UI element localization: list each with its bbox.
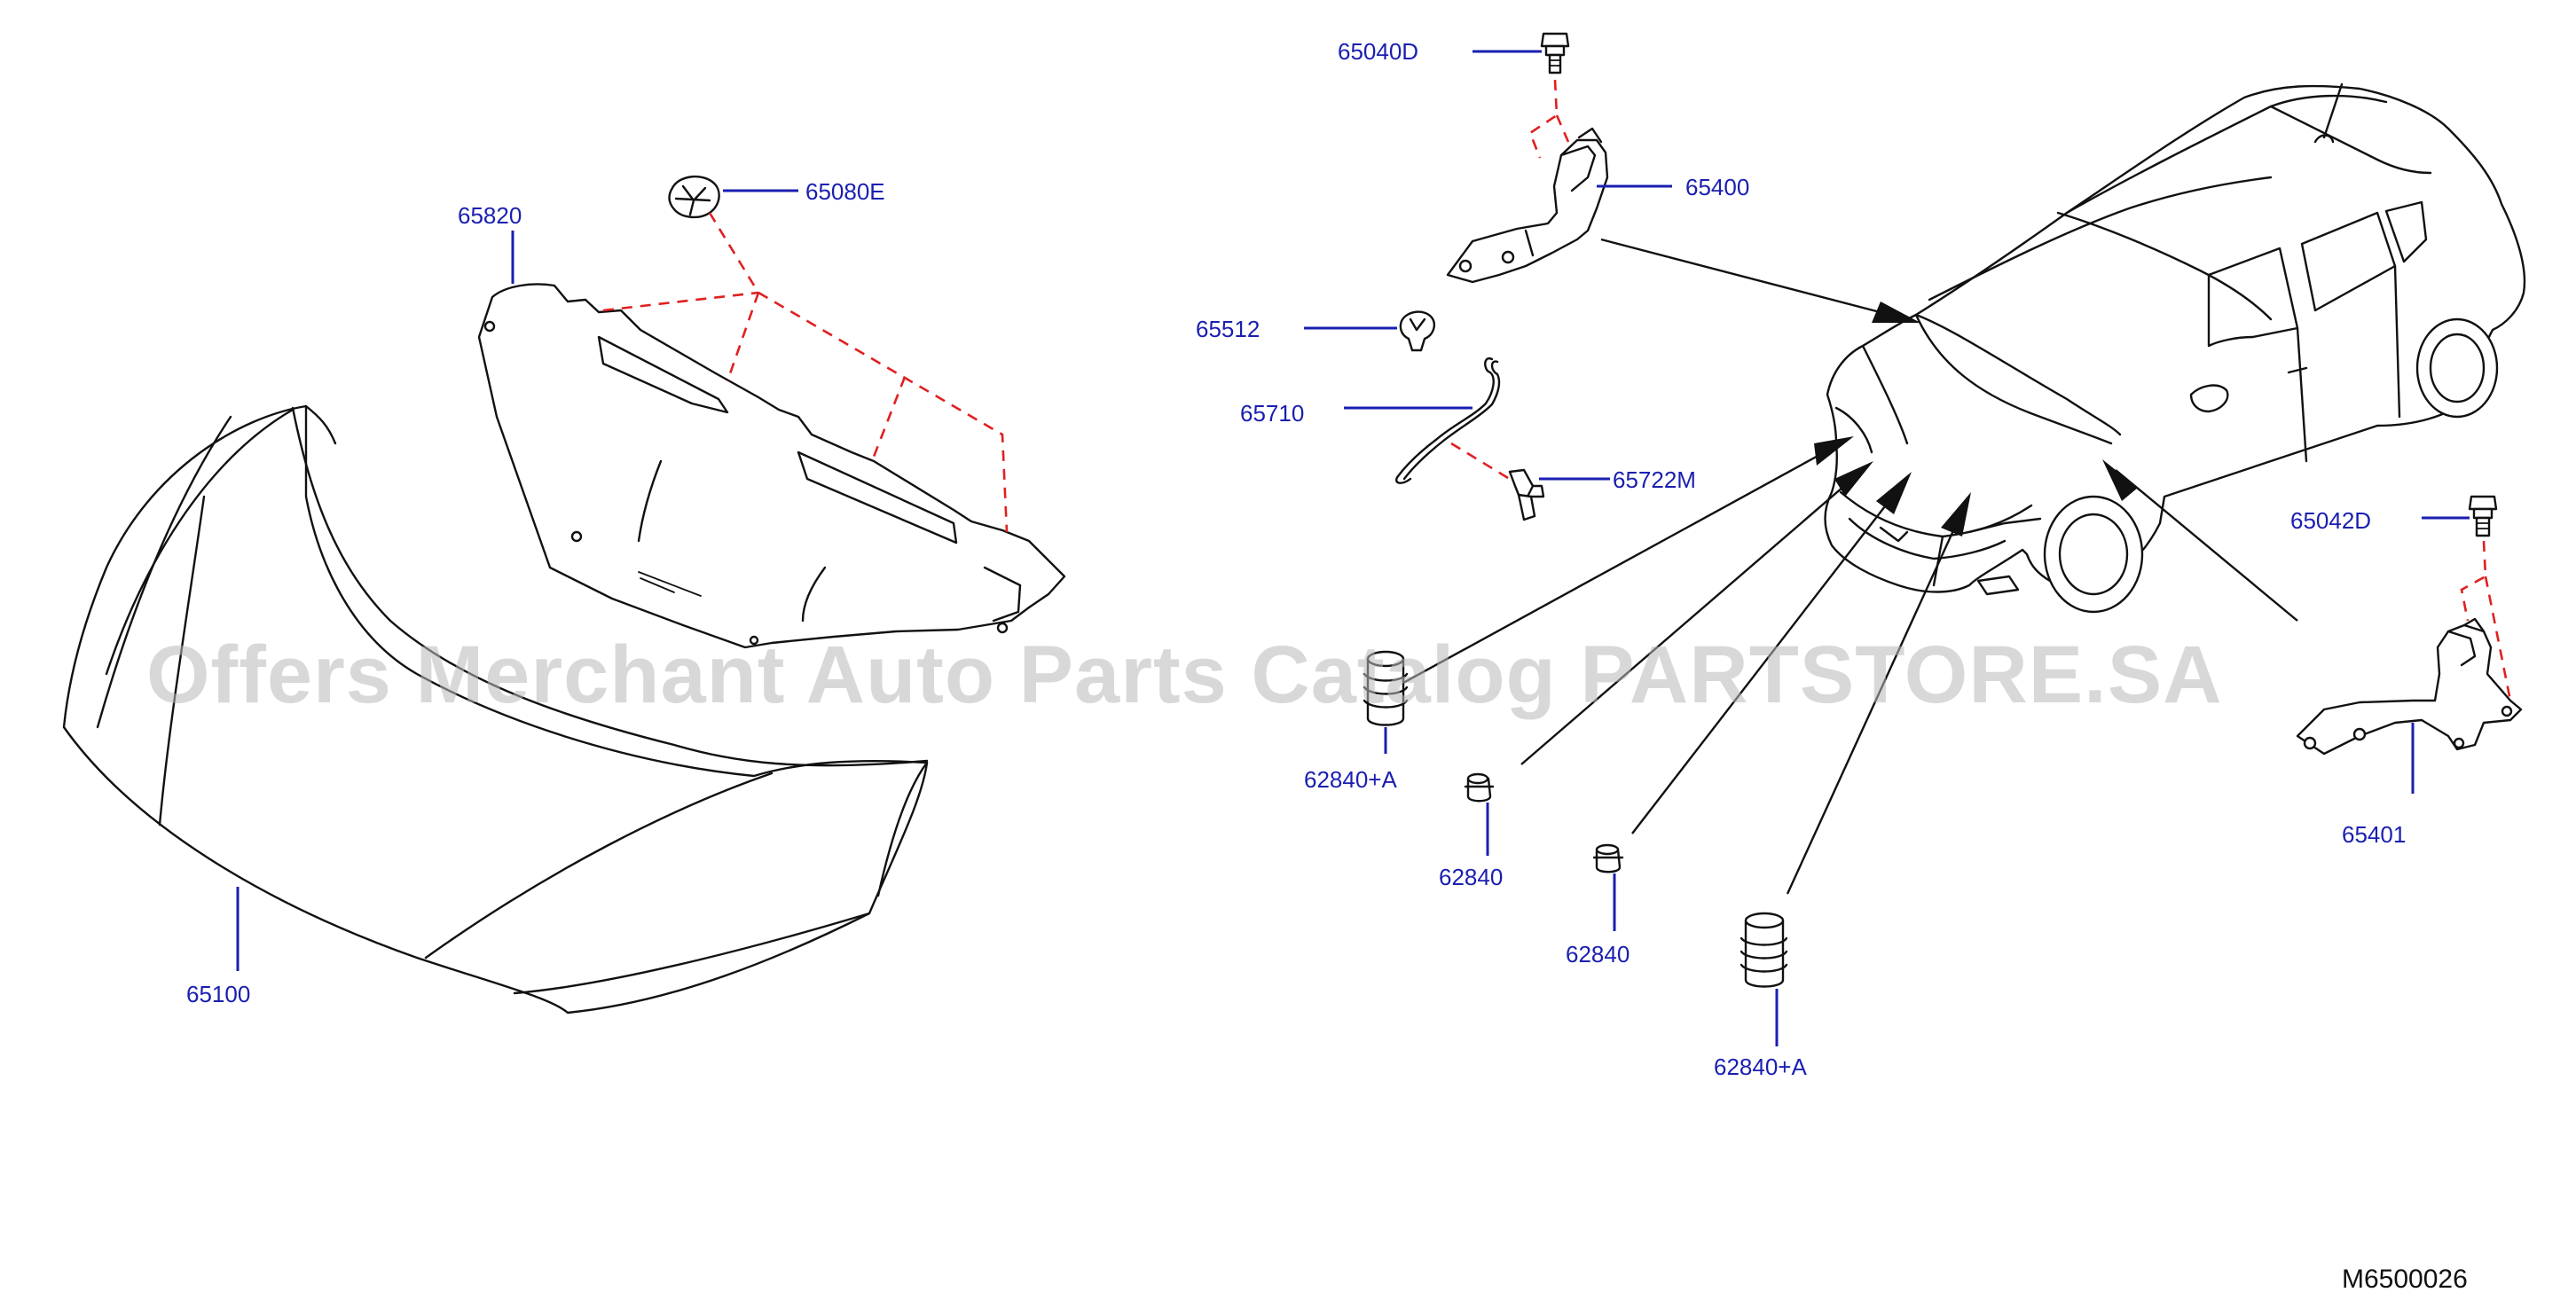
label-65080e[interactable]: 65080E <box>805 178 885 205</box>
label-65100[interactable]: 65100 <box>186 981 250 1007</box>
rod-clip-link <box>1450 442 1518 485</box>
clip-65080e-drawing <box>668 175 720 219</box>
label-62840a-right[interactable]: 62840+A <box>1714 1054 1807 1080</box>
label-65042d[interactable]: 65042D <box>2290 507 2371 534</box>
bolt-65040d-drawing <box>1540 32 1570 74</box>
label-65401[interactable]: 65401 <box>2342 821 2406 848</box>
label-65710[interactable]: 65710 <box>1240 400 1304 427</box>
label-65512[interactable]: 65512 <box>1196 316 1260 342</box>
label-62840-right[interactable]: 62840 <box>1566 941 1630 967</box>
hood-drawing <box>62 404 929 1014</box>
watermark-text: Offers Merchant Auto Parts Catalog PARTS… <box>146 630 2223 720</box>
label-65722m[interactable]: 65722M <box>1613 466 1696 493</box>
diagram-reference-number: M6500026 <box>2342 1265 2468 1294</box>
hood-insulator-drawing <box>477 283 1066 649</box>
insulator-links <box>602 212 1009 533</box>
vehicle-drawing <box>1824 82 2526 614</box>
rod-clip-65722m-drawing <box>1508 468 1545 521</box>
hood-hinge-right-drawing <box>2296 617 2523 756</box>
hinge-right-bolt-link <box>2460 540 2487 622</box>
label-62840-left[interactable]: 62840 <box>1439 864 1503 890</box>
part-labels: 65040D 65400 65080E 65820 65512 65710 65… <box>186 38 2406 1080</box>
label-leaders <box>236 50 2470 1046</box>
clip-65512-drawing <box>1399 310 1435 352</box>
label-65400[interactable]: 65400 <box>1685 174 1749 200</box>
label-65820[interactable]: 65820 <box>458 202 522 229</box>
hood-stay-rod-drawing <box>1395 356 1501 484</box>
stopper-62840-left-drawing <box>1464 772 1495 803</box>
hinge-right-bolt-link-2 <box>2484 576 2512 701</box>
label-65040d[interactable]: 65040D <box>1338 38 1418 65</box>
label-62840a-left[interactable]: 62840+A <box>1304 766 1397 793</box>
hinge-bolt-link-2 <box>1555 114 1570 143</box>
stopper-62840-right-drawing <box>1592 843 1624 873</box>
pointer-lines <box>1402 238 2298 895</box>
stopper-62840a-right-drawing <box>1740 912 1788 988</box>
stopper-62840a-left-drawing <box>1363 650 1409 726</box>
hood-hinge-left-drawing <box>1446 127 1609 284</box>
hinge-bolt-link <box>1528 79 1559 159</box>
bolt-65042d-drawing <box>2468 495 2498 537</box>
